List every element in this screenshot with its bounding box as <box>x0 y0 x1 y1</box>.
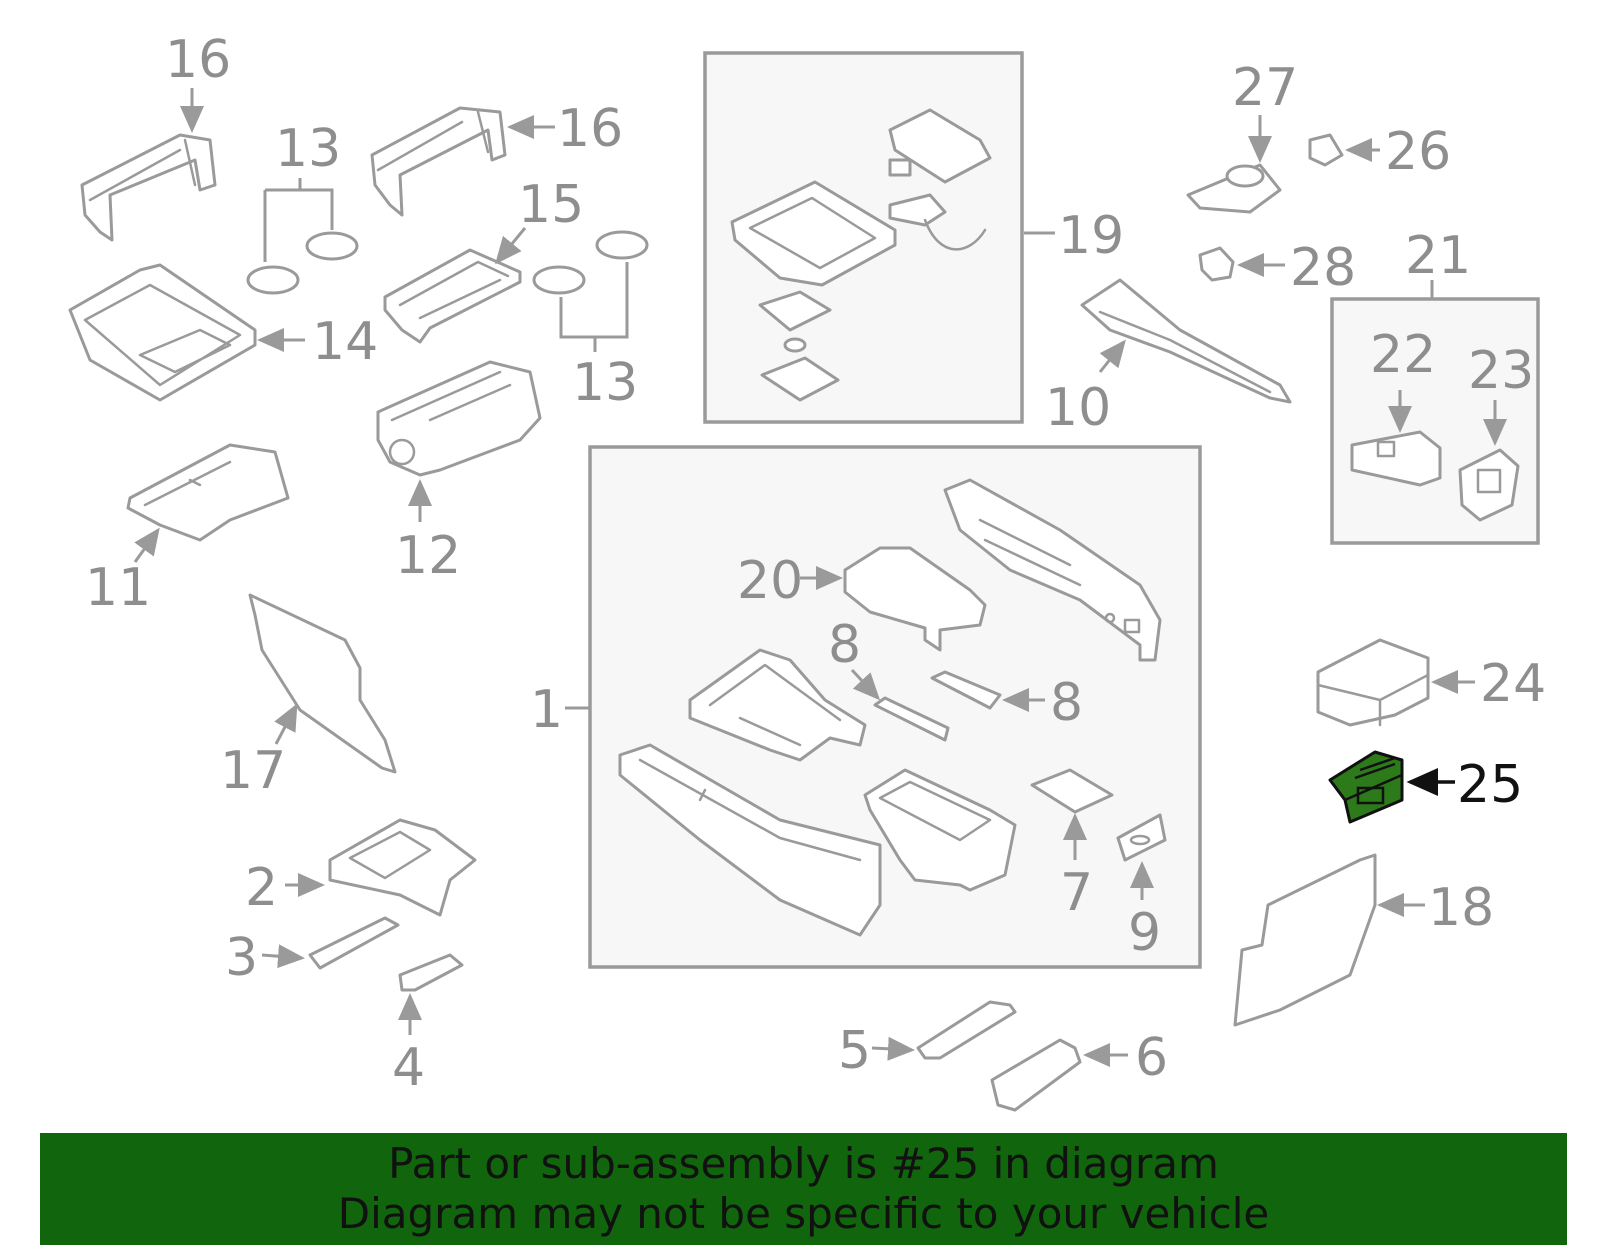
leader-3 <box>261 944 305 969</box>
callout-8-right[interactable]: 8 <box>1050 673 1083 733</box>
callout-13-top[interactable]: 13 <box>275 119 341 179</box>
callout-6[interactable]: 6 <box>1135 1028 1168 1088</box>
callout-26[interactable]: 26 <box>1385 122 1451 182</box>
callout-20[interactable]: 20 <box>737 551 803 611</box>
part-18[interactable] <box>1233 853 1377 1027</box>
callout-13-bottom[interactable]: 13 <box>572 353 638 413</box>
callout-15[interactable]: 15 <box>518 175 584 235</box>
callout-10[interactable]: 10 <box>1045 378 1111 438</box>
callout-27[interactable]: 27 <box>1232 58 1298 118</box>
part-19[interactable] <box>730 108 992 402</box>
part-15[interactable] <box>383 248 522 344</box>
part-2[interactable] <box>328 818 477 917</box>
part-1-bin[interactable] <box>863 768 1017 892</box>
part-1[interactable] <box>618 478 1162 937</box>
part-26[interactable] <box>1308 133 1344 167</box>
leader-15 <box>495 227 527 265</box>
part-20[interactable] <box>843 546 987 652</box>
part-6[interactable] <box>990 1038 1082 1112</box>
leader-10 <box>1098 339 1126 373</box>
callout-17[interactable]: 17 <box>220 741 286 801</box>
part-10[interactable] <box>1080 278 1292 404</box>
part-14[interactable] <box>68 263 257 402</box>
callout-16-left[interactable]: 16 <box>165 30 231 90</box>
part-9[interactable] <box>1116 813 1167 862</box>
part-11[interactable] <box>126 443 290 542</box>
callout-5[interactable]: 5 <box>838 1021 871 1081</box>
part-13-left[interactable] <box>246 178 359 295</box>
callout-24[interactable]: 24 <box>1480 654 1546 714</box>
part-13-right[interactable] <box>532 230 649 352</box>
part-12[interactable] <box>376 360 542 477</box>
part-27[interactable] <box>1186 163 1282 214</box>
leader-11 <box>133 527 160 563</box>
part-17[interactable] <box>248 593 397 774</box>
part-28[interactable] <box>1198 246 1235 282</box>
leader-5 <box>871 1036 915 1061</box>
callout-23[interactable]: 23 <box>1468 341 1534 401</box>
leader-17 <box>274 703 298 745</box>
callout-22[interactable]: 22 <box>1370 325 1436 385</box>
part-8[interactable] <box>873 670 1002 742</box>
leader-8-top <box>850 668 881 701</box>
callout-4[interactable]: 4 <box>392 1038 425 1098</box>
callout-16-right[interactable]: 16 <box>557 99 623 159</box>
callout-14[interactable]: 14 <box>312 312 378 372</box>
callout-9[interactable]: 9 <box>1128 903 1161 963</box>
callout-3[interactable]: 3 <box>225 928 258 988</box>
part-3[interactable] <box>308 916 400 970</box>
part-22[interactable] <box>1350 430 1442 487</box>
part-23[interactable] <box>1458 448 1520 522</box>
notice-banner: Part or sub-assembly is #25 in diagram D… <box>40 1133 1567 1245</box>
callout-25[interactable]: 25 <box>1457 755 1523 815</box>
part-5[interactable] <box>916 1000 1017 1060</box>
callout-1[interactable]: 1 <box>530 680 563 740</box>
callout-18[interactable]: 18 <box>1428 878 1494 938</box>
callout-11[interactable]: 11 <box>85 558 151 618</box>
callout-28[interactable]: 28 <box>1290 238 1356 298</box>
callout-19[interactable]: 19 <box>1058 206 1124 266</box>
callout-7[interactable]: 7 <box>1060 863 1093 923</box>
callout-2[interactable]: 2 <box>245 858 278 918</box>
part-24[interactable] <box>1316 638 1430 727</box>
part-4[interactable] <box>398 953 464 992</box>
callout-21[interactable]: 21 <box>1405 226 1471 286</box>
part-25-highlighted[interactable] <box>1328 750 1404 824</box>
banner-line-1: Part or sub-assembly is #25 in diagram <box>388 1139 1219 1188</box>
banner-line-2: Diagram may not be specific to your vehi… <box>337 1189 1270 1238</box>
part-16-left[interactable] <box>80 133 217 242</box>
part-7[interactable] <box>1030 768 1114 814</box>
part-16-right[interactable] <box>370 106 507 217</box>
callout-8-top[interactable]: 8 <box>828 615 861 675</box>
callout-12[interactable]: 12 <box>395 526 461 586</box>
